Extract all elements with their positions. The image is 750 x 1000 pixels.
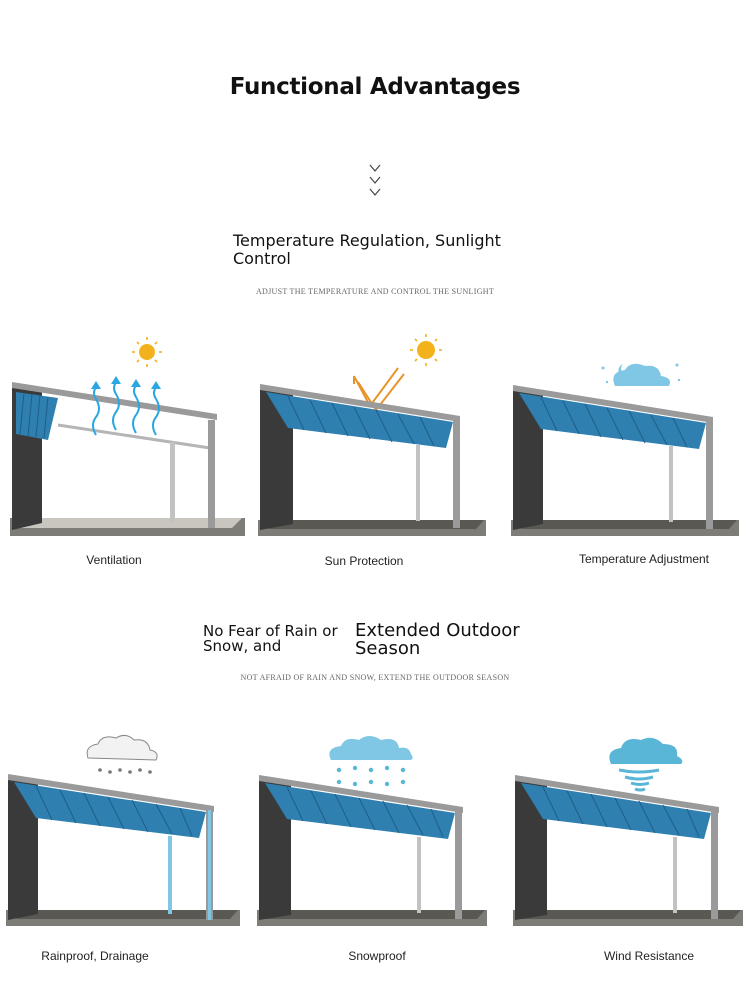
feature-caption-ventilation: Ventilation bbox=[86, 553, 142, 567]
chevron-down-icon bbox=[369, 164, 381, 196]
cloud-moon-icon bbox=[601, 363, 681, 386]
section2-subtitle: NOT AFRAID OF RAIN AND SNOW, EXTEND THE … bbox=[240, 673, 510, 682]
section2-title-part2: Extended Outdoor Season bbox=[355, 620, 520, 659]
rain-cloud-icon bbox=[86, 734, 158, 774]
page-title: Functional Advantages bbox=[229, 74, 521, 100]
tornado-cloud-icon bbox=[609, 737, 683, 792]
section1-title: Temperature Regulation, Sunlight Control bbox=[233, 231, 501, 268]
feature-caption-rainproof: Rainproof, Drainage bbox=[41, 949, 149, 963]
feature-caption-snowproof: Snowproof bbox=[348, 949, 406, 963]
sun-icon bbox=[410, 334, 442, 366]
pergola-ventilation-illustration bbox=[10, 337, 245, 536]
snow-cloud-icon bbox=[329, 736, 413, 787]
feature-caption-sun-protection: Sun Protection bbox=[324, 554, 404, 568]
pergola-sun-protection-illustration bbox=[258, 334, 486, 536]
pergola-temperature-illustration bbox=[511, 363, 739, 536]
pergola-rainproof-illustration bbox=[6, 734, 240, 926]
section1-subtitle: ADJUST THE TEMPERATURE AND CONTROL THE S… bbox=[255, 287, 495, 296]
pergola-wind-resistance-illustration bbox=[513, 737, 743, 926]
pergola-snowproof-illustration bbox=[257, 736, 487, 926]
section2-title-part1: No Fear of Rain or Snow, and bbox=[203, 622, 338, 655]
feature-caption-temperature-adjustment: Temperature Adjustment bbox=[578, 552, 710, 566]
feature-caption-wind-resistance: Wind Resistance bbox=[603, 949, 695, 963]
sun-icon bbox=[132, 337, 162, 367]
